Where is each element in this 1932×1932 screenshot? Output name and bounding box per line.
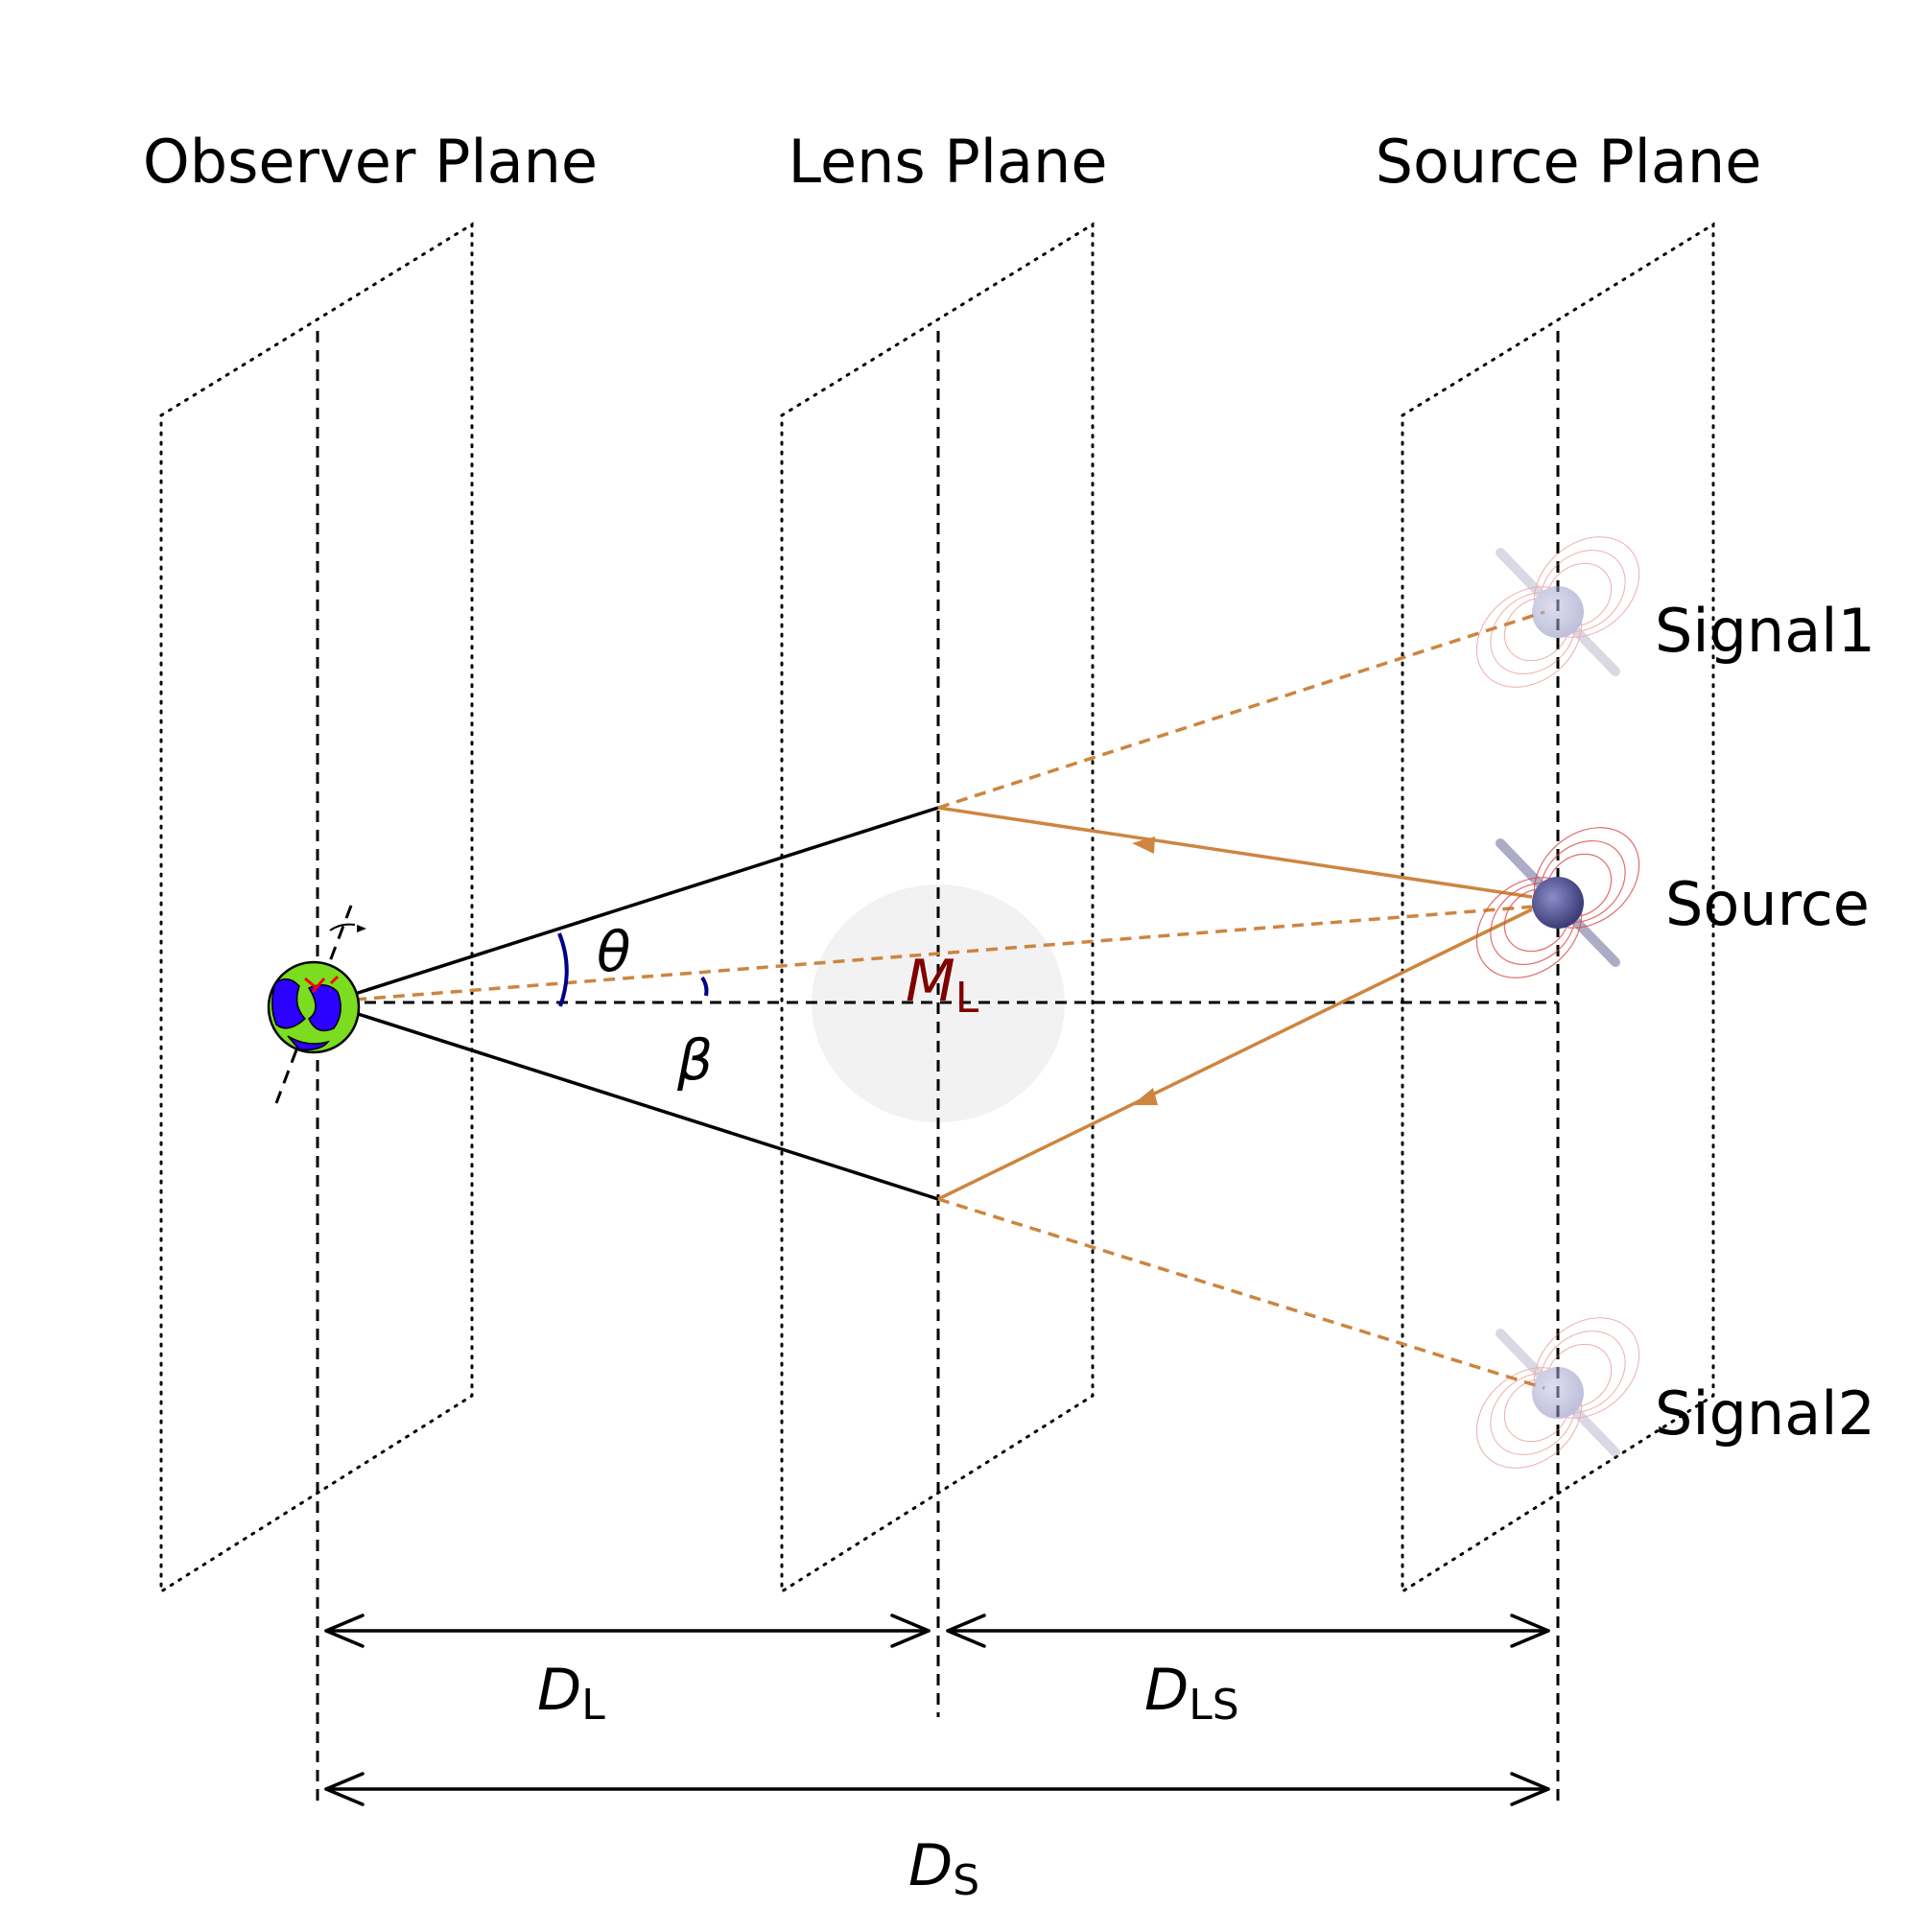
- signal2-label: Signal2: [1655, 1378, 1875, 1449]
- ray-upper: [354, 806, 939, 996]
- arrowhead-lower: [1132, 1088, 1158, 1105]
- lens-plane: [780, 222, 1095, 1594]
- observer-plane-title: Observer Plane: [143, 127, 598, 197]
- ds-arrow: [324, 1772, 1550, 1806]
- lens-plane-title: Lens Plane: [789, 127, 1108, 197]
- pulsar-icon: [1475, 1317, 1640, 1469]
- lens-mass-symbol: M: [906, 948, 955, 1015]
- lens-mass-subscript: L: [955, 974, 979, 1023]
- dls-arrow: [946, 1614, 1550, 1648]
- source-plane-title: Source Plane: [1376, 127, 1762, 197]
- theta-label: θ: [597, 919, 631, 984]
- plane-outlines: [159, 222, 1715, 1594]
- observed-rays: [354, 806, 939, 1201]
- pulsar-icon: [1475, 827, 1640, 978]
- dl-subscript: L: [581, 1681, 605, 1730]
- ray-source-lower: [937, 907, 1533, 1201]
- observer-plane: [159, 222, 474, 1594]
- ray-image2: [937, 1197, 1545, 1390]
- dls-label: DLS: [1144, 1657, 1239, 1730]
- ds-symbol: D: [908, 1832, 953, 1899]
- source-label: Source: [1665, 869, 1870, 939]
- dl-arrow: [324, 1614, 931, 1648]
- dl-label: DL: [537, 1657, 605, 1730]
- ds-label: DS: [908, 1832, 979, 1905]
- beta-label: β: [676, 1027, 713, 1093]
- lens-mass-label: ML: [906, 948, 979, 1023]
- ray-image1: [937, 610, 1545, 810]
- source-plane: [1401, 222, 1715, 1594]
- beta-arc: [700, 976, 709, 997]
- distance-arrows: [324, 1614, 1550, 1806]
- ray-source-upper: [937, 806, 1533, 899]
- signal1-label: Signal1: [1655, 596, 1875, 666]
- dl-symbol: D: [537, 1657, 581, 1724]
- theta-arc: [557, 932, 569, 1007]
- dls-subscript: LS: [1189, 1681, 1238, 1730]
- ray-direct: [354, 905, 1536, 1001]
- arrowhead-upper: [1132, 836, 1155, 854]
- dls-symbol: D: [1144, 1657, 1189, 1724]
- earth-icon: [267, 905, 366, 1104]
- plane-axes: [316, 331, 1560, 1808]
- ray-lower: [354, 1011, 939, 1201]
- ds-subscript: S: [953, 1856, 979, 1905]
- source-rays: [354, 610, 1545, 1390]
- pulsar-icon: [1475, 536, 1640, 688]
